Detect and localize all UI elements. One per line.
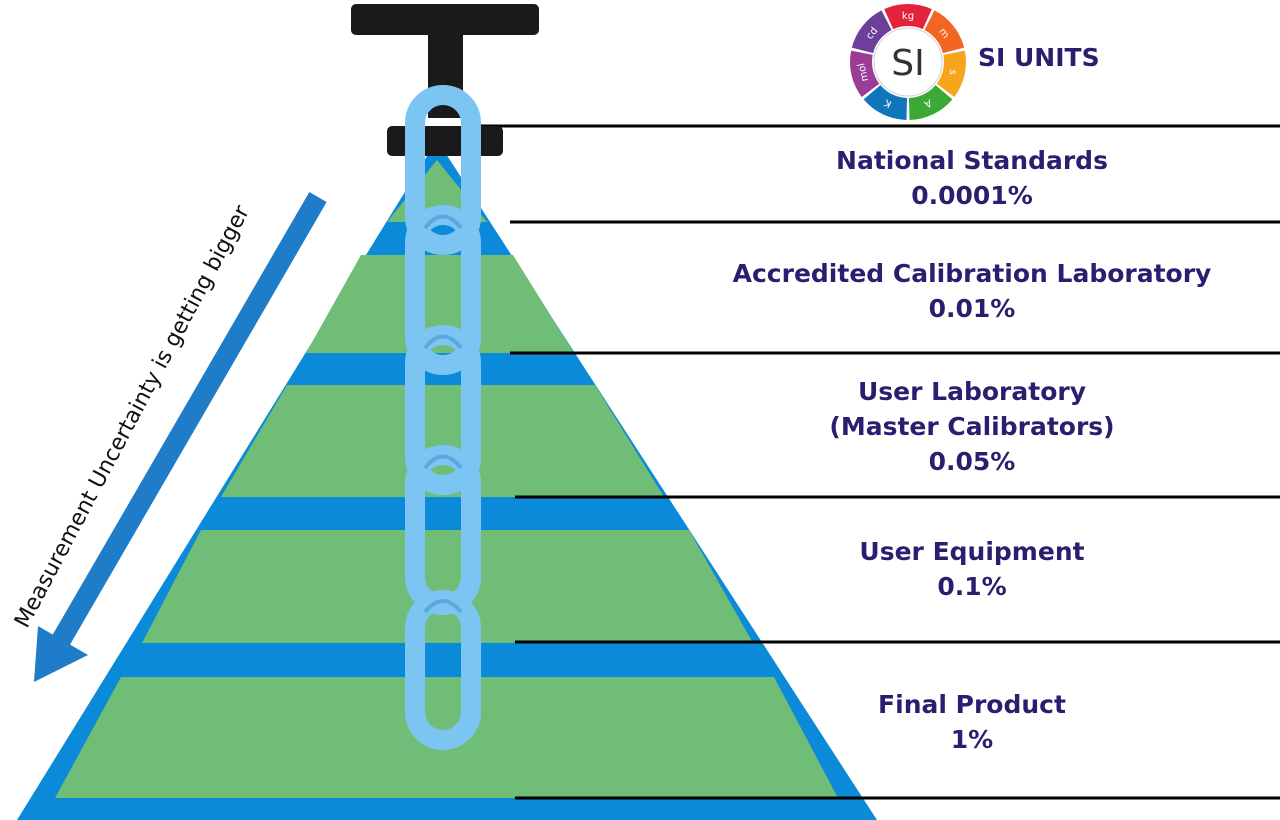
level-final-product: Final Product 1% (692, 687, 1252, 757)
si-units-title: SI UNITS (978, 43, 1100, 72)
level-accredited-calibration-laboratory: Accredited Calibration Laboratory 0.01% (692, 256, 1252, 326)
level-national-standards: National Standards 0.0001% (692, 143, 1252, 213)
si-ring-label: mol (856, 62, 871, 83)
level-uncertainty: 0.1% (937, 572, 1007, 601)
level-user-equipment: User Equipment 0.1% (692, 534, 1252, 604)
si-logo-center (873, 27, 943, 97)
si-ring-segment-A (908, 85, 953, 120)
level-separator-lines (470, 124, 1280, 800)
si-ring-segment-cd (851, 10, 892, 54)
level-uncertainty: 1% (950, 725, 994, 754)
si-ring-segment-m (924, 10, 965, 54)
si-ring-label: kg (902, 11, 914, 22)
pyramid-tier-3 (221, 385, 664, 497)
level-title: User Laboratory (858, 377, 1086, 406)
level-user-laboratory: User Laboratory (Master Calibrators) 0.0… (692, 374, 1252, 479)
si-logo-center-text: SI (891, 43, 924, 84)
level-title-line-2: (Master Calibrators) (829, 412, 1115, 441)
pyramid-tier-2 (306, 255, 574, 353)
si-ring-segment-K (863, 85, 908, 120)
down-left-arrow-icon (34, 191, 327, 682)
si-ring-label: K (883, 96, 894, 109)
chain-link-highlights (423, 214, 463, 614)
si-ring-segment-kg (884, 4, 932, 30)
si-ring-segment-mol (850, 50, 880, 97)
hook-icon (351, 4, 539, 156)
level-uncertainty: 0.01% (928, 294, 1016, 323)
level-title: User Equipment (859, 537, 1085, 566)
pyramid-tier-4 (142, 530, 753, 643)
level-title: National Standards (836, 146, 1108, 175)
level-uncertainty: 0.0001% (911, 181, 1033, 210)
si-ring-label: s (946, 68, 958, 76)
level-uncertainty: 0.05% (928, 447, 1016, 476)
si-ring-label: A (922, 97, 933, 110)
si-ring-segment-s (936, 50, 966, 97)
level-title: Accredited Calibration Laboratory (732, 259, 1212, 288)
level-title: Final Product (878, 690, 1066, 719)
